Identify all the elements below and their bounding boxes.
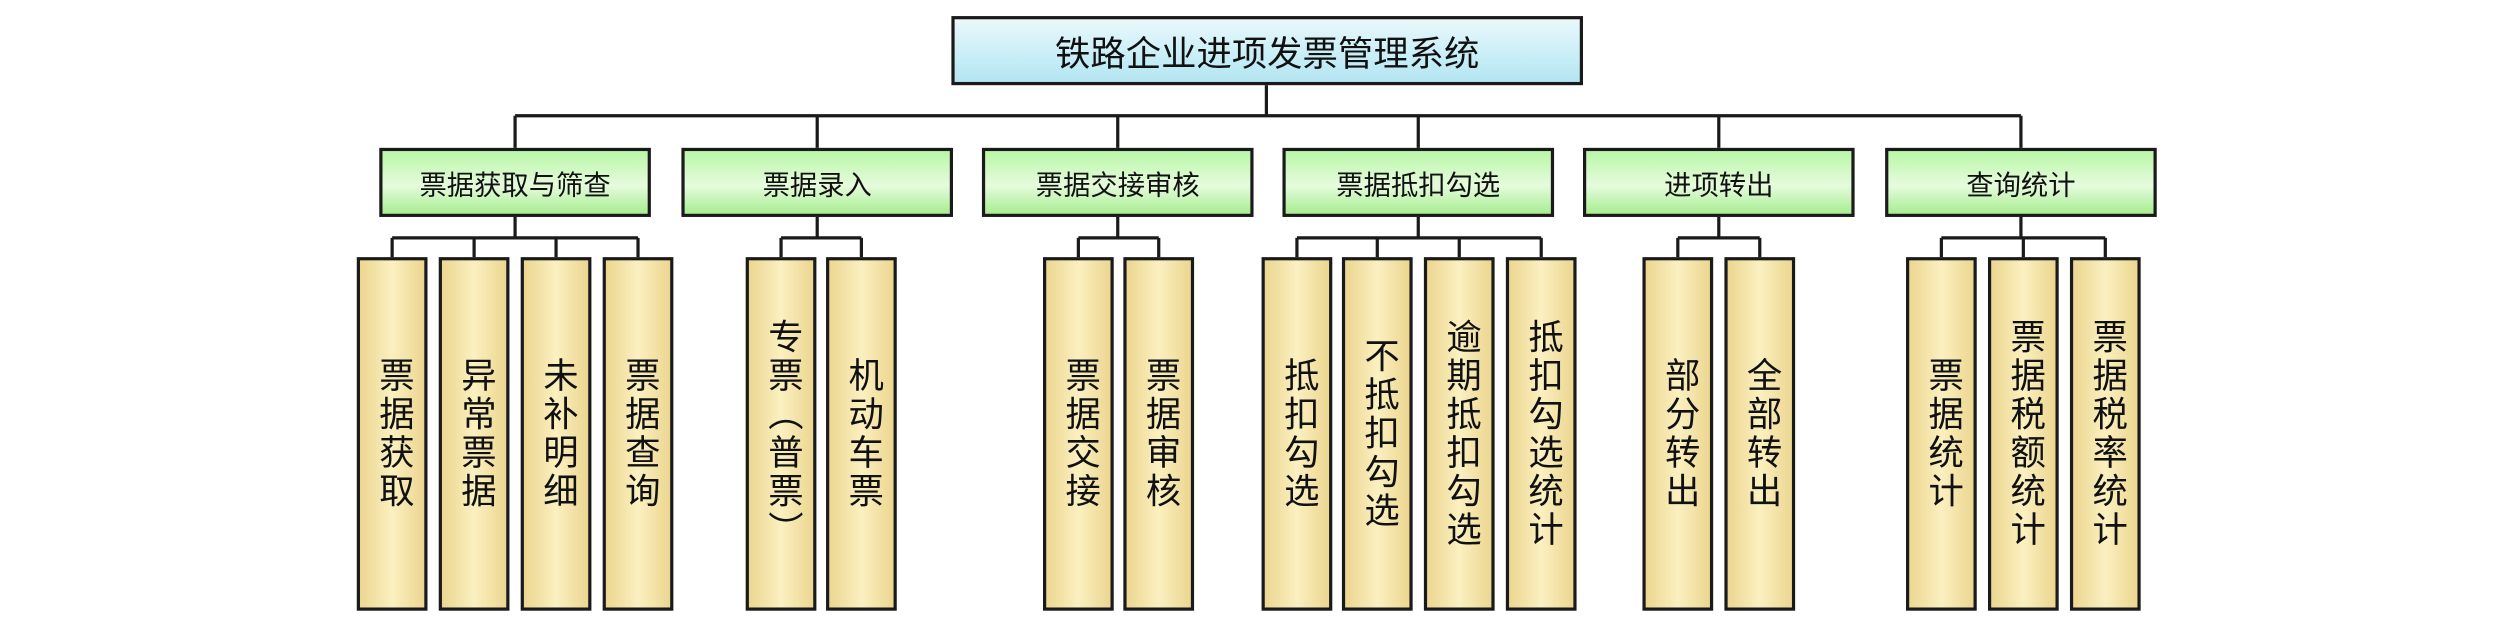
group-node: 票据抵扣勾选 [1282, 147, 1555, 217]
leaf-label: 票据查询 [618, 356, 659, 512]
leaf-label: 机动车票 [842, 356, 883, 512]
leaf-node: 抵扣勾选统计 [1505, 257, 1577, 611]
group-label: 票据获取与筛查 [419, 170, 611, 203]
leaf-node: 全部转出 [1724, 257, 1796, 611]
leaf-label: 不抵扣勾选 [1357, 337, 1399, 531]
leaf-node: 专票（普票） [745, 257, 817, 611]
leaf-node: 票据税额统计 [1987, 257, 2059, 611]
leaf-node: 票据税率统计 [2069, 257, 2141, 611]
leaf-node: 票据审核 [1123, 257, 1195, 611]
group-node: 进项转出 [1582, 147, 1855, 217]
leaf-node: 票据获取 [356, 257, 428, 611]
group-label: 票据交接审核 [1035, 170, 1200, 203]
leaf-label: 票据税额统计 [2004, 318, 2045, 550]
leaf-node: 未补明细 [520, 257, 592, 611]
group-label: 票据录入 [762, 170, 872, 203]
leaf-node: 不抵扣勾选 [1341, 257, 1413, 611]
root-node: 铁路企业进项发票管理系统 [951, 16, 1583, 86]
leaf-label: 票据统计 [1922, 356, 1963, 512]
group-node: 票据获取与筛查 [379, 147, 651, 217]
group-label: 查询统计 [1966, 170, 2076, 203]
leaf-label: 未补明细 [536, 356, 577, 512]
leaf-node: 逾期抵扣勾选 [1423, 257, 1495, 611]
leaf-label: 全部转出 [1740, 356, 1781, 512]
group-label: 进项转出 [1664, 170, 1774, 203]
leaf-label: 专票（普票） [761, 318, 802, 550]
leaf-label: 票据审核 [1139, 356, 1180, 512]
leaf-label: 部分转出 [1658, 356, 1699, 512]
leaf-label: 异常票据 [454, 356, 495, 512]
group-node: 查询统计 [1885, 147, 2157, 217]
leaf-node: 部分转出 [1642, 257, 1714, 611]
leaf-node: 票据交接 [1043, 257, 1114, 611]
group-label: 票据抵扣勾选 [1336, 170, 1501, 203]
leaf-label: 抵扣勾选统计 [1521, 318, 1563, 550]
group-node: 票据交接审核 [981, 147, 1254, 217]
root-title: 铁路企业进项发票管理系统 [1055, 34, 1480, 75]
leaf-node: 机动车票 [826, 257, 897, 611]
leaf-label: 逾期抵扣勾选 [1439, 318, 1481, 550]
leaf-label: 票据获取 [372, 356, 414, 512]
leaf-node: 票据查询 [602, 257, 674, 611]
leaf-label: 票据交接 [1059, 356, 1100, 512]
leaf-node: 抵扣勾选 [1261, 257, 1333, 611]
group-node: 票据录入 [681, 147, 954, 217]
leaf-label: 票据税率统计 [2086, 318, 2127, 550]
leaf-node: 异常票据 [438, 257, 510, 611]
leaf-node: 票据统计 [1906, 257, 1977, 611]
leaf-label: 抵扣勾选 [1277, 356, 1318, 512]
